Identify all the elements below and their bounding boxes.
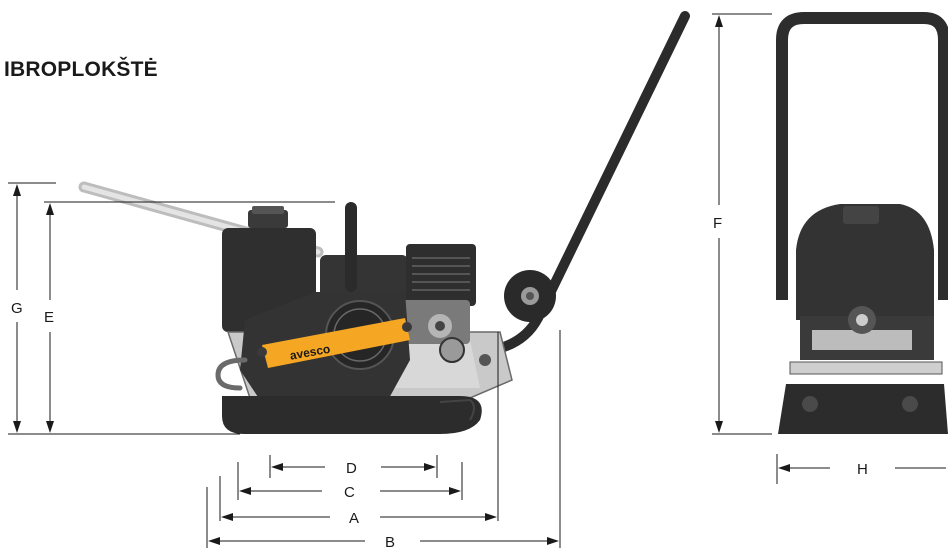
dimension-a <box>221 513 497 521</box>
side-view-machine: avesco <box>78 11 690 434</box>
dimension-c <box>239 487 461 495</box>
svg-text:avesco: avesco <box>289 342 332 363</box>
dimension-h <box>778 464 946 472</box>
front-view-machine <box>776 12 948 434</box>
dimension-e <box>46 203 54 433</box>
label-f: F <box>713 215 722 232</box>
label-c: C <box>344 484 355 501</box>
page-title: IBROPLOKŠTĖ <box>4 58 158 81</box>
dimension-g <box>13 184 21 433</box>
dimension-d <box>271 463 436 471</box>
label-a: A <box>349 510 359 527</box>
dimension-lines <box>8 13 778 548</box>
dimension-b <box>208 537 559 545</box>
label-b: B <box>385 534 395 549</box>
label-g: G <box>11 300 23 317</box>
label-d: D <box>346 460 357 477</box>
label-e: E <box>44 309 54 326</box>
label-h: H <box>857 461 868 478</box>
dimension-f <box>715 15 723 433</box>
